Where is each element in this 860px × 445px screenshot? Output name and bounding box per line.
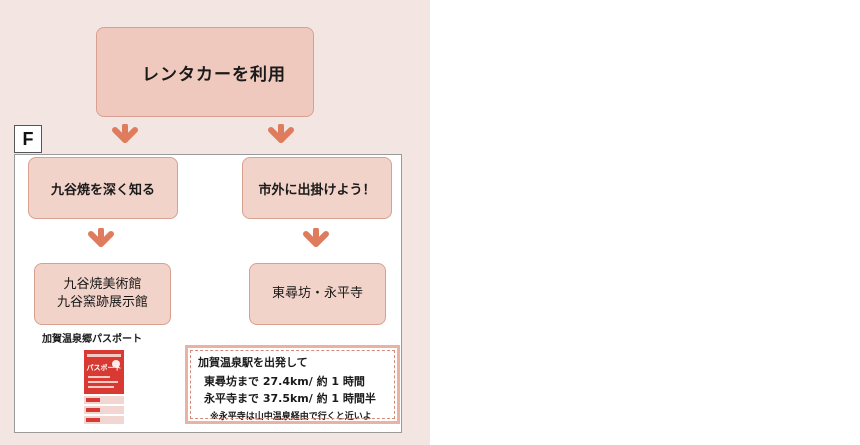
kutani-box: 九谷焼を深く知る xyxy=(28,157,178,219)
section-label: F xyxy=(14,125,42,153)
rent-a-car-label: レンタカーを利用 xyxy=(142,64,286,85)
kutani-destination-box: 九谷焼美術館 九谷窯跡展示館 xyxy=(34,263,171,325)
outing-box: 市外に出掛けよう！ xyxy=(242,157,392,219)
tojinbo-label: 東尋坊・永平寺 xyxy=(271,286,363,302)
info-heading: 加賀温泉駅を出発して xyxy=(198,356,308,369)
passport-title: 加賀温泉郷パスポート xyxy=(42,334,142,345)
rent-a-car-box: レンタカーを利用 xyxy=(96,27,314,117)
distance-info-box: 加賀温泉駅を出発して 東尋坊まで 27.4km/ 約 1 時間 永平寺まで 37… xyxy=(185,345,400,424)
down-arrow-icon xyxy=(268,124,294,143)
passport-badge-text: パスポート xyxy=(87,363,122,372)
down-arrow-icon xyxy=(112,124,138,143)
down-arrow-icon xyxy=(88,228,114,247)
outing-title: 市外に出掛けよう！ xyxy=(258,182,376,198)
info-eiheiji-distance: 永平寺まで 37.5km/ 約 1 時間半 xyxy=(204,392,376,405)
kutani-title: 九谷焼を深く知る xyxy=(50,182,155,198)
kutani-kiln-label: 九谷窯跡展示館 xyxy=(56,295,148,310)
tojinbo-destination-box: 東尋坊・永平寺 xyxy=(249,263,386,325)
down-arrow-icon xyxy=(303,228,329,247)
passport-brochure-icon: パスポート xyxy=(84,350,124,424)
info-tojinbo-distance: 東尋坊まで 27.4km/ 約 1 時間 xyxy=(204,375,365,388)
kutani-museum-label: 九谷焼美術館 xyxy=(63,277,142,293)
info-note: ※永平寺は山中温泉経由で行くと近いよ xyxy=(210,412,372,422)
